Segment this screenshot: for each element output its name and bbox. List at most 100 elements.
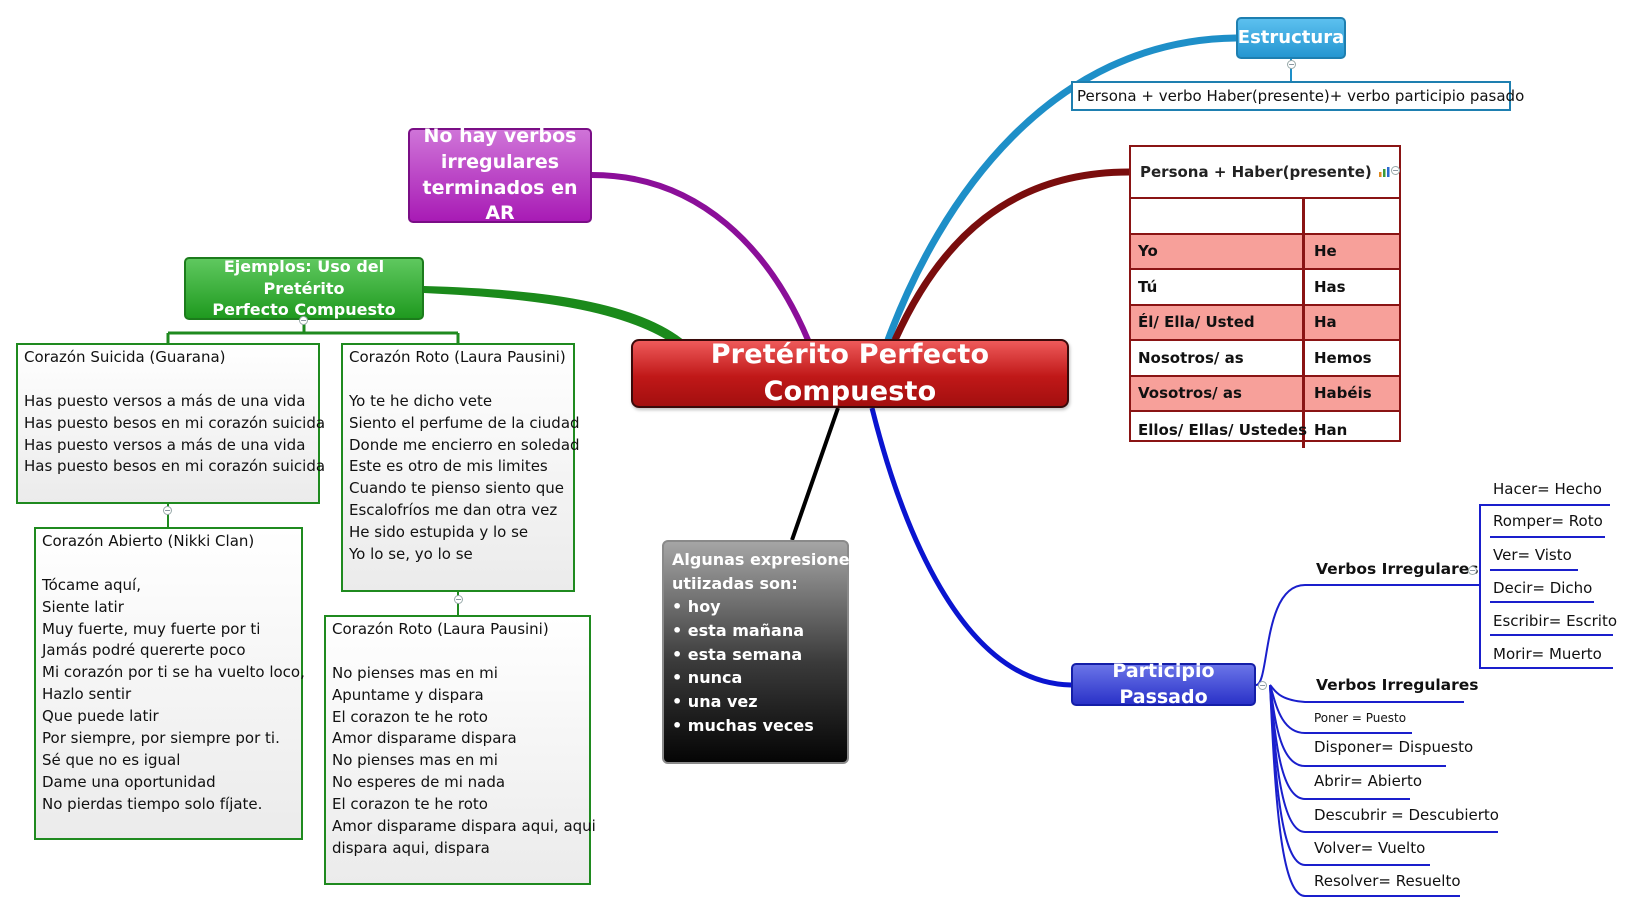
- song-line: No pierdas tiempo solo fíjate.: [42, 794, 263, 813]
- song-line: Apuntame y dispara: [332, 685, 484, 704]
- song-corazon-suicida[interactable]: Corazón Suicida (Guarana) Has puesto ver…: [16, 343, 326, 504]
- haber-conjugation-table[interactable]: Persona + Haber(presente) Yo He Tú Has É…: [1129, 145, 1401, 448]
- song-line: [42, 553, 295, 575]
- song-line: Corazón Abierto (Nikki Clan): [42, 532, 255, 550]
- table-cell-form: [1305, 199, 1399, 233]
- topic-line: terminados en AR: [422, 176, 578, 225]
- topic-label: Estructura: [1237, 26, 1345, 48]
- topic-estructura[interactable]: Estructura: [1236, 17, 1346, 59]
- collapse-toggle[interactable]: −: [1468, 566, 1477, 575]
- topic-ejemplos[interactable]: Ejemplos: Uso del Pretérito Perfecto Com…: [184, 257, 424, 320]
- song-line: Amor disparame dispara: [332, 729, 517, 748]
- participle-item[interactable]: Abrir= Abierto: [1314, 772, 1423, 790]
- song-line: He sido estupida y lo se: [349, 523, 529, 542]
- song-line: Corazón Roto (Laura Pausini): [332, 620, 549, 638]
- table-cell-form: Has: [1314, 277, 1346, 296]
- table-row: Vosotros/ as Habéis: [1131, 376, 1399, 412]
- table-row: Yo He: [1131, 234, 1399, 270]
- song-line: Has puesto besos en mi corazón suicida: [24, 413, 326, 432]
- participle-item[interactable]: Hacer= Hecho: [1493, 480, 1602, 498]
- expression-line: • hoy: [672, 597, 721, 617]
- table-cell-person: [1131, 199, 1305, 233]
- song-line: Has puesto besos en mi corazón suicida: [24, 457, 326, 476]
- participle-item[interactable]: Poner = Puesto: [1314, 711, 1407, 725]
- song-corazon-abierto[interactable]: Corazón Abierto (Nikki Clan) Tócame aquí…: [34, 527, 305, 840]
- topic-line: Ejemplos: Uso del Pretérito: [223, 257, 385, 298]
- topic-label: Participio Passado: [1112, 659, 1215, 708]
- table-header-label: Persona + Haber(presente): [1140, 163, 1372, 181]
- table-row: [1131, 199, 1399, 235]
- central-topic-label: Pretérito Perfecto Compuesto: [710, 339, 990, 407]
- song-line: No esperes de mi nada: [332, 773, 506, 792]
- table-cell-person: Tú: [1131, 270, 1305, 304]
- participle-item[interactable]: Resolver= Resuelto: [1314, 872, 1461, 890]
- table-cell-form: Ha: [1314, 313, 1337, 332]
- table-cell-person: Yo: [1131, 234, 1305, 268]
- song-line: Corazón Suicida (Guarana): [24, 348, 226, 366]
- collapse-toggle[interactable]: −: [454, 595, 463, 604]
- song-line: Por siempre, por siempre por ti.: [42, 729, 280, 748]
- verbos-irregulares-label[interactable]: Verbos Irregulares: [1316, 560, 1479, 578]
- song-line: Donde me encierro en soledad: [349, 435, 580, 454]
- song-line: Tócame aquí,: [42, 575, 141, 594]
- topic-participio-passado[interactable]: Participio Passado: [1071, 660, 1256, 708]
- table-cell-person: Vosotros/ as: [1131, 376, 1305, 410]
- song-line: Siente latir: [42, 597, 124, 616]
- formula-text: Persona + verbo Haber(presente)+ verbo p…: [1077, 87, 1525, 105]
- participle-item[interactable]: Ver= Visto: [1493, 546, 1572, 564]
- topic-line: No hay verbos: [423, 125, 577, 148]
- song-line: Yo te he dicho vete: [349, 391, 493, 410]
- song-line: Yo lo se, yo lo se: [349, 545, 473, 564]
- table-cell-person: Él/ Ella/ Usted: [1131, 305, 1305, 339]
- table-row: Nosotros/ as Hemos: [1131, 341, 1399, 377]
- topic-no-irregulares-ar[interactable]: No hay verbos irregulares terminados en …: [408, 125, 592, 224]
- collapse-toggle[interactable]: −: [1391, 166, 1400, 175]
- participle-item[interactable]: Escribir= Escrito: [1493, 612, 1617, 630]
- expression-line: • esta mañana: [672, 621, 805, 641]
- song-line: No pienses mas en mi: [332, 751, 498, 770]
- song-line: Amor disparame dispara aqui, aqui: [332, 817, 596, 836]
- expression-line: • esta semana: [672, 644, 803, 664]
- topic-line: Perfecto Compuesto: [212, 300, 396, 320]
- table-row: Él/ Ella/ Usted Ha: [1131, 305, 1399, 341]
- expression-line: • muchas veces: [672, 715, 814, 735]
- song-line: Has puesto versos a más de una vida: [24, 435, 306, 454]
- song-line: Cuando te pienso siento que: [349, 479, 565, 498]
- participle-item[interactable]: Volver= Vuelto: [1314, 839, 1426, 857]
- collapse-toggle[interactable]: −: [163, 506, 172, 515]
- song-corazon-roto-2[interactable]: Corazón Roto (Laura Pausini) No pienses …: [324, 615, 596, 885]
- table-row: Tú Has: [1131, 270, 1399, 306]
- estructura-formula[interactable]: Persona + verbo Haber(presente)+ verbo p…: [1071, 81, 1524, 111]
- song-line: [349, 369, 567, 391]
- song-line: Corazón Roto (Laura Pausini): [349, 348, 566, 366]
- link-central-black: [790, 407, 840, 541]
- topic-expresiones[interactable]: Algunas expresiones utiizadas son: • hoy…: [662, 540, 859, 764]
- central-topic[interactable]: Pretérito Perfecto Compuesto: [631, 339, 1069, 408]
- participle-item[interactable]: Descubrir = Descubierto: [1314, 806, 1499, 824]
- song-line: Escalofríos me dan otra vez: [349, 501, 558, 520]
- song-corazon-roto-1[interactable]: Corazón Roto (Laura Pausini) Yo te he di…: [341, 343, 580, 592]
- collapse-toggle[interactable]: −: [299, 316, 308, 325]
- song-line: [332, 641, 583, 663]
- participle-item[interactable]: Decir= Dicho: [1493, 579, 1593, 597]
- participle-item[interactable]: Morir= Muerto: [1493, 645, 1602, 663]
- song-line: [24, 369, 312, 391]
- verbos-irregulares-label[interactable]: Verbos Irregulares: [1316, 676, 1479, 694]
- song-line: Has puesto versos a más de una vida: [24, 391, 306, 410]
- expression-line: • una vez: [672, 692, 758, 712]
- song-line: No pienses mas en mi: [332, 663, 498, 682]
- collapse-toggle[interactable]: −: [1287, 60, 1296, 69]
- song-line: Que puede latir: [42, 707, 159, 726]
- song-line: Jamás podré quererte poco: [42, 641, 246, 660]
- expression-line: • nunca: [672, 668, 743, 688]
- song-line: Hazlo sentir: [42, 685, 132, 704]
- song-line: Sé que no es igual: [42, 750, 181, 769]
- song-line: Este es otro de mis limites: [349, 457, 548, 476]
- expression-line: utiizadas son:: [672, 573, 798, 593]
- song-line: El corazon te he roto: [332, 795, 488, 814]
- song-line: Muy fuerte, muy fuerte por ti: [42, 619, 261, 638]
- participle-item[interactable]: Romper= Roto: [1493, 512, 1603, 530]
- participle-item[interactable]: Disponer= Dispuesto: [1314, 738, 1474, 756]
- collapse-toggle[interactable]: −: [1258, 681, 1267, 690]
